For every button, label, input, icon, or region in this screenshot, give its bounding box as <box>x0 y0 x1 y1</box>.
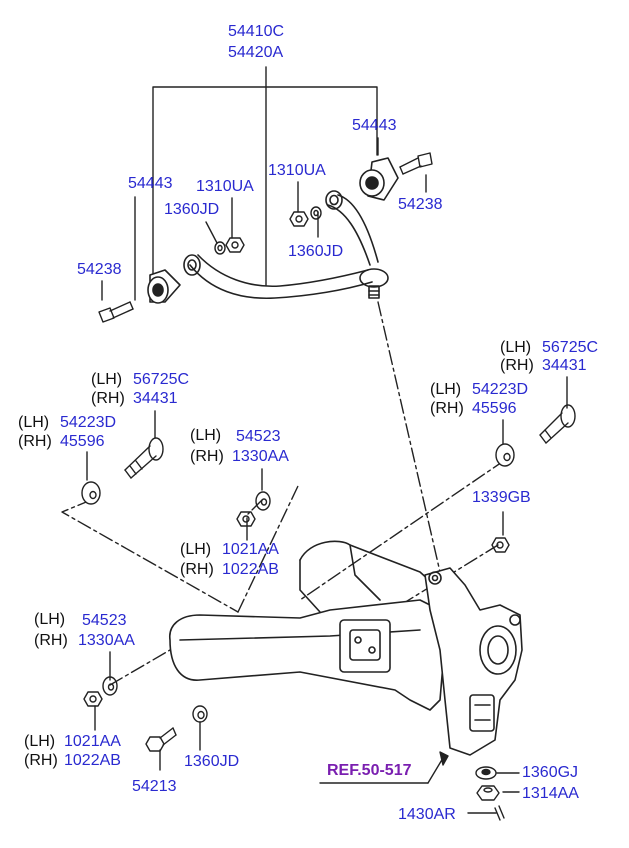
side-rh: (RH) <box>500 357 534 374</box>
label-bolt-54213: 54213 <box>132 778 177 795</box>
label-washer-left: 1360JD <box>164 201 220 218</box>
label-ecc-plate-right-rh: 45596 <box>472 400 517 417</box>
side-lh: (LH) <box>34 611 66 628</box>
label-washer-low-lh: 54523 <box>82 612 127 629</box>
eccentric-plate-right <box>495 443 515 467</box>
bushing-right <box>359 157 399 201</box>
side-rh: (RH) <box>190 448 224 465</box>
label-pin-1430ar: 1430AR <box>398 806 456 823</box>
label-ecc-bolt-right-lh: 56725C <box>542 339 599 356</box>
mid-small-parts <box>236 491 510 553</box>
leader-lines <box>86 66 568 814</box>
label-ecc-plate-right-lh: 54223D <box>472 381 529 398</box>
label-nut-1314aa: 1314AA <box>522 785 579 802</box>
side-rh: (RH) <box>34 632 68 649</box>
side-lh: (LH) <box>24 733 56 750</box>
label-bushing-left: 54443 <box>128 175 173 192</box>
side-rh: (RH) <box>24 752 58 769</box>
label-washer-mid-lh: 54523 <box>236 428 281 445</box>
upper-control-arm <box>183 190 389 300</box>
label-nut-low-lh: 1021AA <box>64 733 121 750</box>
bolt-right-upper <box>399 152 433 175</box>
label-ecc-bolt-right-rh: 34431 <box>542 357 587 374</box>
label-washer-1360jd-low: 1360JD <box>184 753 240 770</box>
label-ecc-plate-left-lh: 54223D <box>60 414 117 431</box>
side-rh: (RH) <box>18 433 52 450</box>
side-lh: (LH) <box>180 541 212 558</box>
side-rh: (RH) <box>430 400 464 417</box>
upper-small-parts <box>214 206 322 255</box>
reference-arrow <box>319 751 449 784</box>
label-washer-1360gj: 1360GJ <box>522 764 579 781</box>
side-rh: (RH) <box>180 561 214 578</box>
label-reference[interactable]: REF.50-517 <box>327 762 412 779</box>
steering-knuckle <box>424 567 523 756</box>
label-nut-low-rh: 1022AB <box>64 752 121 769</box>
lower-small-parts <box>83 676 208 752</box>
eccentric-bolt-right <box>539 404 576 444</box>
label-nut-mid-rh: 1022AB <box>222 561 279 578</box>
eccentric-bolt-left <box>124 437 164 479</box>
label-upper-arm-lh: 54410C <box>228 23 285 40</box>
bottom-right-parts <box>475 766 505 821</box>
side-lh: (LH) <box>18 414 50 431</box>
eccentric-plate-left <box>81 481 101 505</box>
label-bolt-right: 54238 <box>398 196 443 213</box>
label-washer-mid-rh: 1330AA <box>232 448 289 465</box>
side-lh: (LH) <box>190 427 222 444</box>
label-washer-low-rh: 1330AA <box>78 632 135 649</box>
label-ecc-plate-left-rh: 45596 <box>60 433 105 450</box>
label-bushing-right: 54443 <box>352 117 397 134</box>
label-ecc-bolt-left-rh: 34431 <box>133 390 178 407</box>
label-washer-right: 1360JD <box>288 243 344 260</box>
alignment-lines <box>61 301 506 686</box>
label-nut-left: 1310UA <box>196 178 254 195</box>
bushing-left <box>147 269 181 304</box>
label-nut-mid-lh: 1021AA <box>222 541 279 558</box>
side-lh: (LH) <box>91 371 123 388</box>
label-nut-right: 1310UA <box>268 162 326 179</box>
side-rh: (RH) <box>91 390 125 407</box>
label-bolt-left: 54238 <box>77 261 122 278</box>
side-lh: (LH) <box>430 381 462 398</box>
side-lh: (LH) <box>500 339 532 356</box>
label-upper-arm-rh: 54420A <box>228 44 284 61</box>
label-nut-1339: 1339GB <box>472 489 531 506</box>
label-ecc-bolt-left-lh: 56725C <box>133 371 190 388</box>
bolt-left-upper <box>98 301 134 323</box>
subframe <box>169 540 446 711</box>
